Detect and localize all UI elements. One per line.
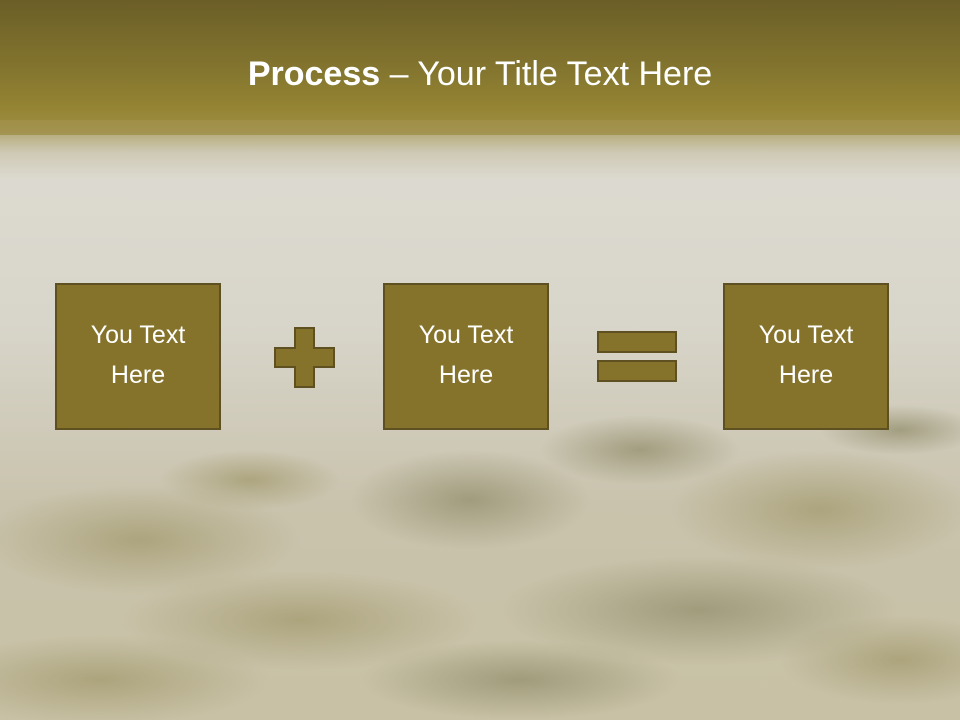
title-rest: – Your Title Text Here (380, 55, 713, 93)
process-box-2[interactable]: You Text Here (383, 283, 549, 430)
process-box-2-line-1: You Text (418, 320, 514, 349)
plus-icon (274, 327, 335, 388)
process-box-1-label: You Text Here (68, 315, 208, 395)
process-box-3-line-1: You Text (758, 320, 854, 349)
process-box-1-line-2: Here (110, 360, 166, 389)
title-band-fade (0, 120, 960, 180)
process-box-3-label: You Text Here (736, 315, 876, 395)
process-box-3-line-2: Here (778, 360, 834, 389)
process-box-1-line-1: You Text (90, 320, 186, 349)
title-bold: Process (247, 55, 381, 93)
equals-icon (597, 331, 677, 382)
slide-title: Process – Your Title Text Here (0, 48, 960, 100)
title-band (0, 0, 960, 135)
process-box-2-line-2: Here (438, 360, 494, 389)
process-box-1[interactable]: You Text Here (55, 283, 221, 430)
process-box-2-label: You Text Here (396, 315, 536, 395)
rocks-texture (0, 405, 960, 720)
process-box-3[interactable]: You Text Here (723, 283, 889, 430)
